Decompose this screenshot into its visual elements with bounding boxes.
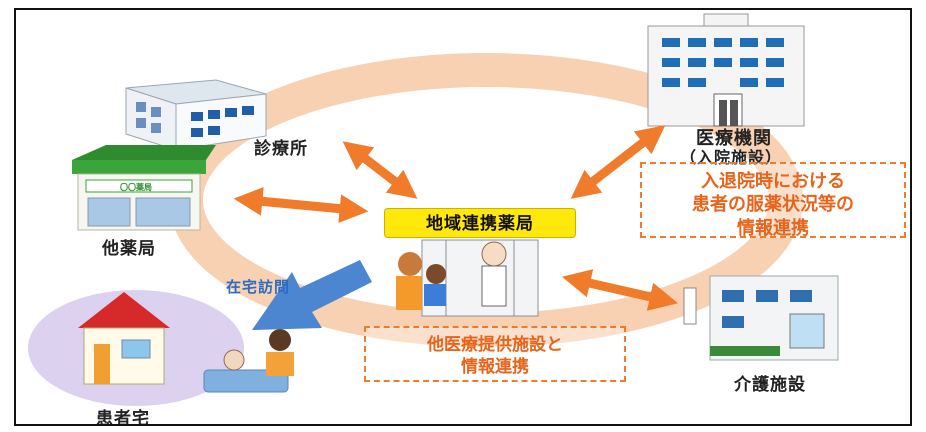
home-visit-label: 在宅訪問 bbox=[226, 278, 291, 296]
hospital-info-note: 入退院時における 患者の服薬状況等の 情報連携 bbox=[640, 162, 906, 239]
other-pharmacy-illustration bbox=[72, 145, 216, 231]
pharmacist-and-family-illustration bbox=[396, 239, 539, 317]
hospital-note-line1: 入退院時における bbox=[701, 171, 845, 192]
arrow-hospital-center bbox=[570, 125, 666, 199]
arrow-care-center bbox=[561, 269, 679, 311]
care-facility-illustration bbox=[683, 275, 839, 361]
care-facility-label: 介護施設 bbox=[734, 375, 806, 395]
patient-home-label: 患者宅 bbox=[96, 409, 150, 426]
diagram-frame: 〇〇薬局 bbox=[14, 8, 912, 426]
other-note-line2: 情報連携 bbox=[461, 357, 529, 378]
pharmacy-sign: 〇〇薬局 bbox=[120, 182, 152, 192]
hospital-note-line2: 患者の服薬状況等の bbox=[692, 194, 854, 216]
other-facility-note: 他医療提供施設と 情報連携 bbox=[364, 326, 626, 382]
clinic-illustration bbox=[125, 79, 267, 151]
hospital-label-line1: 医療機関 bbox=[696, 128, 772, 149]
other-pharmacy-label: 他薬局 bbox=[102, 239, 156, 259]
arrow-pharmacy-center bbox=[233, 187, 369, 223]
hospital-note-line3: 情報連携 bbox=[737, 217, 809, 239]
center-pharmacy-label: 地域連携薬局 bbox=[384, 208, 576, 238]
patient-home-illustration bbox=[28, 290, 294, 406]
arrow-clinic-center bbox=[342, 141, 418, 199]
clinic-label: 診療所 bbox=[254, 139, 308, 159]
diagram-artwork: 〇〇薬局 bbox=[28, 13, 839, 406]
other-note-line1: 他医療提供施設と bbox=[427, 335, 563, 355]
home-visit-arrow bbox=[252, 260, 372, 330]
hospital-illustration bbox=[647, 13, 805, 127]
